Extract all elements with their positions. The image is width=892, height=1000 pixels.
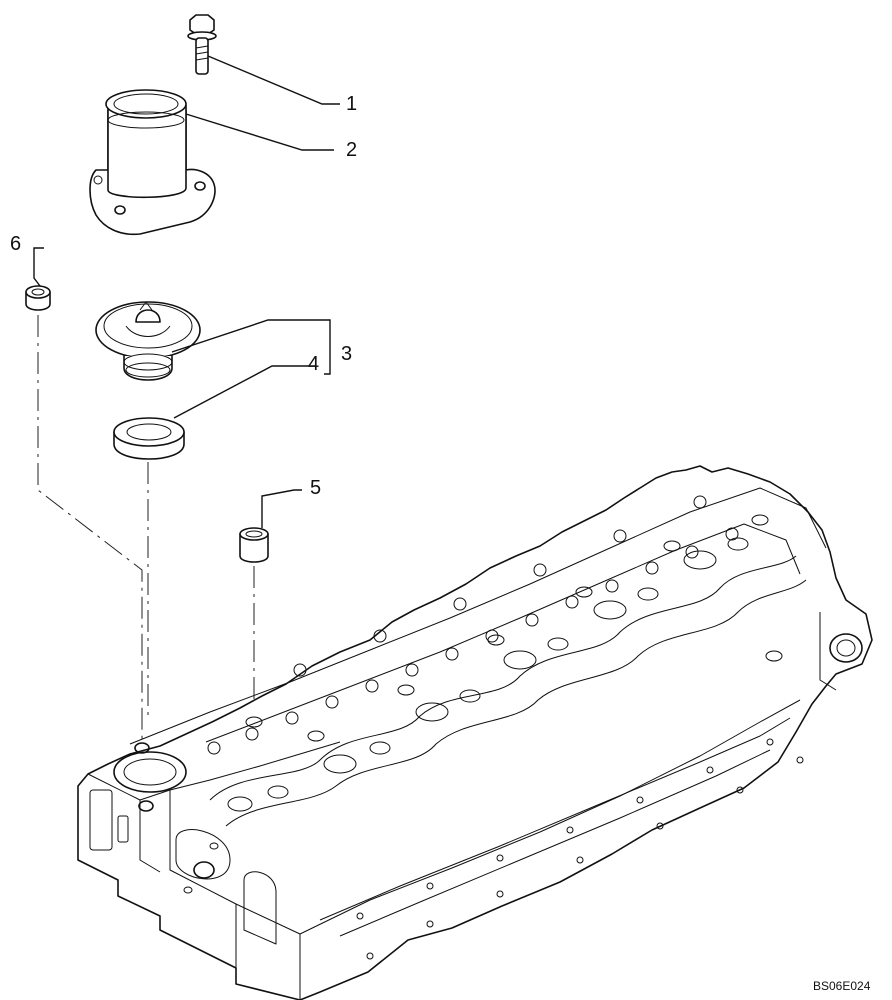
callout-3: 3 — [341, 343, 352, 365]
part-2-thermostat-housing[interactable] — [89, 89, 216, 236]
callout-5: 5 — [310, 477, 321, 499]
part-1-bolt[interactable] — [187, 14, 217, 75]
reference-code: BS06E024 — [813, 979, 871, 993]
callout-6: 6 — [10, 233, 21, 255]
callout-labels: 1 2 3 4 5 6 — [10, 93, 357, 499]
part-6-plug[interactable] — [25, 285, 51, 311]
cylinder-head — [77, 465, 873, 1000]
part-3-thermostat[interactable] — [95, 301, 201, 381]
part-5-dowel[interactable] — [239, 527, 269, 563]
leader-lines — [33, 55, 340, 528]
callout-4: 4 — [308, 353, 319, 375]
assembly-center-lines — [37, 315, 255, 740]
callout-1: 1 — [346, 93, 357, 115]
part-4-seal-ring[interactable] — [113, 417, 185, 460]
callout-2: 2 — [346, 139, 357, 161]
